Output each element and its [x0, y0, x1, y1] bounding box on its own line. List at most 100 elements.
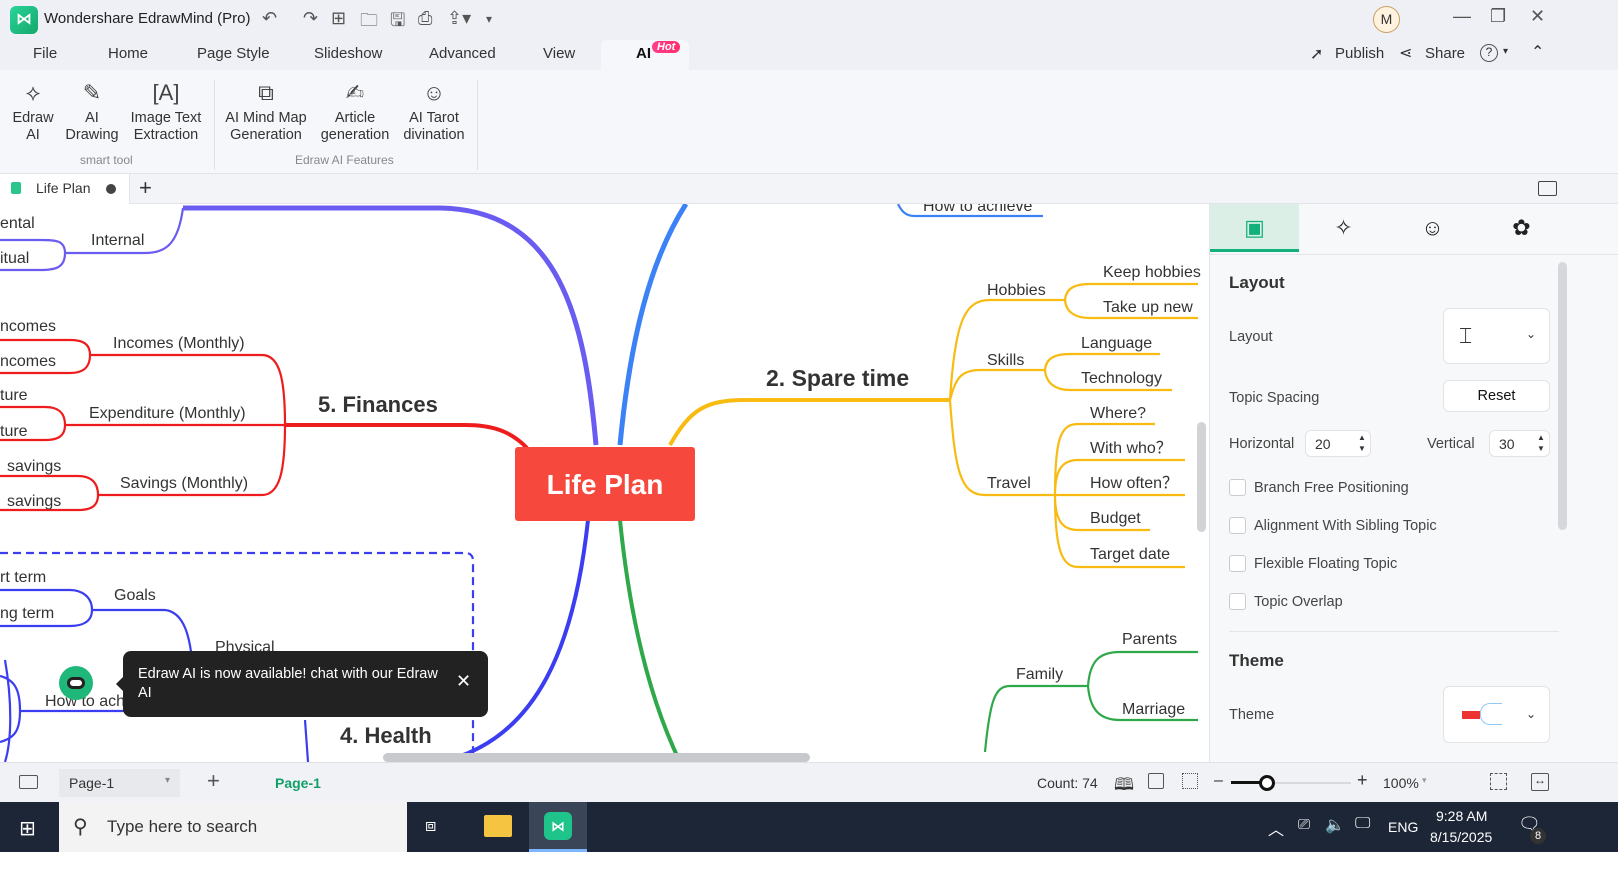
topic-skills[interactable]: Skills [987, 352, 1024, 369]
tab-slideshow[interactable]: Slideshow [314, 45, 383, 62]
tab-advanced[interactable]: Advanced [429, 45, 496, 62]
topic[interactable]: itual [0, 250, 29, 267]
spinner-arrows-icon[interactable]: ▲▼ [1537, 433, 1545, 453]
search-input[interactable]: Type here to search [107, 817, 258, 836]
fit-width-icon[interactable]: ↔ [1531, 773, 1549, 791]
fullscreen-fit-icon[interactable] [1182, 773, 1198, 789]
publish-icon[interactable]: ➚ [1310, 46, 1324, 63]
topic-expenditure[interactable]: Expenditure (Monthly) [89, 405, 246, 422]
zoom-in-button[interactable]: + [1357, 770, 1368, 790]
open-folder-icon[interactable]: 🗀 [360, 10, 378, 30]
toggle-panel-icon[interactable] [1538, 181, 1557, 196]
fit-page-icon[interactable] [1148, 773, 1164, 789]
zoom-slider-handle[interactable] [1259, 775, 1275, 791]
topic-family[interactable]: Family [1016, 666, 1063, 683]
panel-tab-emoji[interactable]: ☺ [1421, 215, 1444, 240]
topic-travel[interactable]: Travel [987, 475, 1031, 492]
topic[interactable]: ncomes [0, 353, 56, 370]
topic[interactable]: ture [0, 387, 28, 404]
topic-savings[interactable]: Savings (Monthly) [120, 475, 248, 492]
clock-date[interactable]: 8/15/2025 [1430, 829, 1493, 845]
show-hidden-icons[interactable]: ︿ [1268, 822, 1285, 839]
mind-map-canvas[interactable]: Life Plan 2. Spare time Hobbies Keep hob… [0, 204, 1208, 762]
panel-tab-ai-sparkle[interactable]: ✧ [1334, 215, 1353, 240]
clock-time[interactable]: 9:28 AM [1436, 808, 1488, 824]
tab-file[interactable]: File [33, 45, 58, 62]
tab-ai[interactable]: AI [636, 45, 651, 62]
topic[interactable]: savings [7, 458, 61, 475]
language-indicator[interactable]: ENG [1388, 819, 1419, 835]
topic-keep-hobbies[interactable]: Keep hobbies [1103, 264, 1201, 281]
export-icon[interactable]: ⇪▾ [447, 8, 472, 28]
topic-budget[interactable]: Budget [1090, 510, 1141, 527]
vertical-scrollbar[interactable] [1197, 422, 1206, 532]
topic-goals[interactable]: Goals [114, 587, 156, 604]
topic-finances[interactable]: 5. Finances [318, 392, 438, 417]
share-button[interactable]: Share [1425, 45, 1466, 62]
panel-tab-layout[interactable]: ▣ [1210, 204, 1299, 252]
chevron-down-icon[interactable]: ▾ [1422, 775, 1427, 785]
add-page-button[interactable]: + [207, 768, 220, 793]
horizontal-spinner[interactable]: 20▲▼ [1305, 430, 1371, 457]
share-icon[interactable]: ⋖ [1399, 45, 1413, 62]
topic-how-often[interactable]: How often？ [1090, 475, 1178, 492]
network-icon[interactable]: 🖵 [1355, 815, 1371, 832]
zoom-slider[interactable] [1231, 775, 1351, 791]
topic-where[interactable]: Where? [1090, 405, 1146, 422]
branch-free-positioning-checkbox[interactable] [1229, 479, 1246, 496]
minimize-icon[interactable]: — [1453, 6, 1471, 26]
topic[interactable]: rt term [0, 569, 46, 586]
topic-overlap-checkbox[interactable] [1229, 593, 1246, 610]
edrawmind-taskbar-icon[interactable]: ⋈ [529, 802, 587, 852]
theme-dropdown[interactable]: ⌄ [1443, 686, 1550, 743]
zoom-level[interactable]: 100% [1383, 775, 1419, 791]
topic[interactable]: ental [0, 215, 35, 232]
topic[interactable]: ture [0, 423, 28, 440]
alignment-sibling-checkbox[interactable] [1229, 517, 1246, 534]
topic-how-to[interactable]: How to ach [45, 693, 125, 710]
layout-dropdown[interactable]: ⌶⌄ [1443, 308, 1550, 364]
topic[interactable]: ng term [0, 605, 54, 622]
flexible-floating-checkbox[interactable] [1229, 555, 1246, 572]
topic[interactable]: ncomes [0, 318, 56, 335]
topic-how-to-achieve[interactable]: How to achieve [923, 204, 1032, 215]
undo-icon[interactable]: ↶ [262, 8, 278, 28]
doc-tab-life-plan[interactable]: Life Plan [0, 174, 130, 204]
customize-icon[interactable]: ▾ [486, 12, 493, 26]
topic-target-date[interactable]: Target date [1090, 546, 1170, 563]
edraw-ai-bot-icon[interactable] [59, 666, 93, 700]
taskbar-search[interactable]: ⚲ Type here to search [59, 802, 407, 852]
topic-take-up-new[interactable]: Take up new [1103, 299, 1193, 316]
print-icon[interactable]: ⎙ [418, 8, 433, 28]
windows-start-icon[interactable]: ⊞ [19, 818, 36, 840]
topic-health[interactable]: 4. Health [340, 723, 432, 748]
save-icon[interactable]: 🖫 [390, 10, 406, 30]
topic-internal[interactable]: Internal [91, 232, 144, 249]
new-tab-button[interactable]: + [139, 175, 152, 200]
tab-page-style[interactable]: Page Style [197, 45, 270, 62]
toast-close-icon[interactable]: ✕ [456, 671, 472, 691]
horizontal-scrollbar[interactable] [383, 753, 810, 762]
new-file-icon[interactable]: ⊞ [331, 8, 347, 28]
topic-language[interactable]: Language [1081, 335, 1152, 352]
vertical-spinner[interactable]: 30▲▼ [1489, 430, 1550, 457]
zoom-out-button[interactable]: – [1214, 772, 1223, 789]
topic-spare-time[interactable]: 2. Spare time [766, 365, 909, 391]
topic-marriage[interactable]: Marriage [1122, 701, 1185, 718]
central-topic[interactable] [515, 447, 695, 521]
map-view-icon[interactable]: 🕮 [1114, 775, 1135, 794]
volume-icon[interactable]: 🔈 [1325, 817, 1345, 834]
tab-view[interactable]: View [543, 45, 576, 62]
camera-icon[interactable]: ⎚ [1298, 816, 1311, 833]
topic[interactable]: savings [7, 493, 61, 510]
close-icon[interactable]: ✕ [1530, 6, 1546, 26]
page-panel-toggle-icon[interactable] [19, 775, 38, 789]
publish-button[interactable]: Publish [1335, 45, 1385, 62]
help-dropdown-icon[interactable]: ▾ [1503, 46, 1509, 57]
